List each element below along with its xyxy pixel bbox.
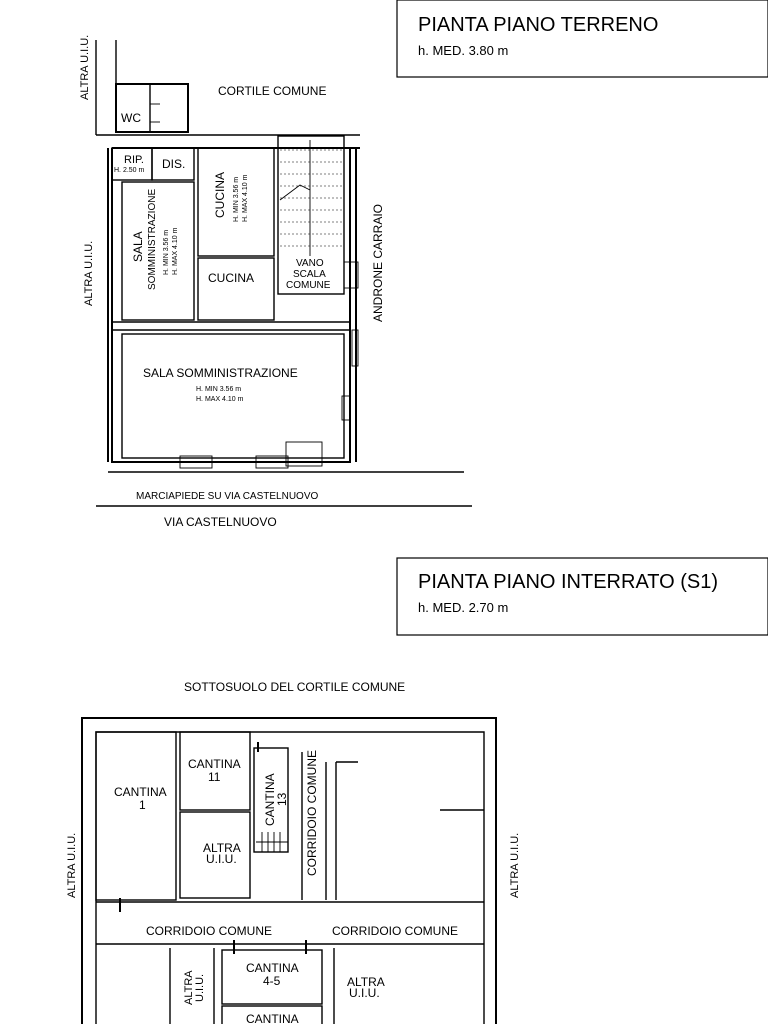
label-via-castelnuovo: VIA CASTELNUOVO	[164, 515, 277, 529]
label-altra-uiu-basement-right: ALTRA U.I.U.	[509, 833, 521, 898]
label-marciapiede: MARCIAPIEDE SU VIA CASTELNUOVO	[136, 491, 318, 502]
label-cortile-comune: CORTILE COMUNE	[218, 84, 326, 98]
label-androne-carraio: ANDRONE CARRAIO	[371, 204, 385, 322]
label-cucina-hmax: H. MAX 4.10 m	[242, 174, 249, 222]
ground-floor-height: h. MED. 3.80 m	[418, 43, 508, 58]
cantina-45-room	[221, 949, 323, 1005]
label-altra-small: ALTRA	[183, 970, 195, 1005]
label-altra-mid-uiu: U.I.U.	[206, 852, 237, 866]
cantina-1-room	[95, 731, 177, 901]
entrance-block	[255, 455, 289, 469]
label-cantina-1-num: 1	[139, 798, 146, 812]
label-cantina-13: CANTINA	[263, 773, 277, 826]
door-frame	[341, 395, 351, 421]
label-cantina-1: CANTINA	[114, 785, 167, 799]
label-cucina: CUCINA	[208, 271, 254, 285]
cantina-13-room	[253, 747, 289, 853]
cucina-vertical-room	[197, 147, 275, 257]
label-cantina-bottom: CANTINA	[246, 1012, 299, 1024]
label-corridoio-vertical: CORRIDOIO COMUNE	[305, 750, 319, 876]
basement-inner-wall	[95, 731, 485, 1024]
label-sala-vertical: SALA	[131, 231, 145, 262]
cantina-bottom-room	[221, 1005, 323, 1024]
label-altra-uiu-basement-left: ALTRA U.I.U.	[66, 833, 78, 898]
sala-vertical-room	[121, 181, 195, 321]
label-altra-right: ALTRA	[347, 975, 385, 989]
label-sottosuolo: SOTTOSUOLO DEL CORTILE COMUNE	[184, 680, 405, 694]
label-altra-small-uiu: U.I.U.	[194, 974, 206, 1002]
label-cantina-13-num: 13	[275, 792, 289, 806]
label-altra-uiu-left: ALTRA U.I.U.	[83, 241, 95, 306]
label-sala-main-hmax: H. MAX 4.10 m	[196, 396, 244, 403]
label-corridoio-right: CORRIDOIO COMUNE	[332, 924, 458, 938]
label-comune: COMUNE	[286, 280, 331, 291]
label-cantina-45-num: 4-5	[263, 974, 281, 988]
label-corridoio-left: CORRIDOIO COMUNE	[146, 924, 272, 938]
label-cucina-vertical: CUCINA	[213, 172, 227, 218]
label-rip-height: H. 2.50 m	[114, 167, 145, 174]
label-wc: WC	[121, 111, 141, 125]
label-sala-vertical-hmax: H. MAX 4.10 m	[172, 227, 179, 275]
label-dis: DIS.	[162, 157, 185, 171]
basement-plan: PIANTA PIANO INTERRATO (S1) h. MED. 2.70…	[66, 557, 768, 1024]
ground-floor-title: PIANTA PIANO TERRENO	[418, 14, 658, 36]
altra-uiu-middle-room	[179, 811, 251, 899]
label-altra-mid: ALTRA	[203, 841, 241, 855]
cantina-11-room	[179, 731, 251, 811]
label-cantina-11-num: 11	[208, 770, 221, 784]
door-frame	[343, 261, 359, 289]
cucina-room	[197, 257, 275, 321]
label-sala-vertical-2: SOMMINISTRAZIONE	[147, 189, 158, 290]
basement-title: PIANTA PIANO INTERRATO (S1)	[418, 571, 718, 593]
stair-well	[277, 135, 345, 295]
label-sala-main: SALA SOMMINISTRAZIONE	[143, 366, 298, 380]
door-frame	[351, 329, 359, 367]
ground-floor-plan: PIANTA PIANO TERRENO h. MED. 3.80 m ALTR…	[79, 0, 768, 529]
basement-height: h. MED. 2.70 m	[418, 600, 508, 615]
label-vano: VANO	[296, 258, 324, 269]
stair-steps	[279, 140, 342, 256]
label-sala-vertical-hmin: H. MIN 3.56 m	[163, 230, 170, 275]
basement-title-box	[396, 557, 768, 636]
basement-stair-steps	[256, 832, 288, 852]
label-rip: RIP.	[124, 154, 144, 166]
label-altra-uiu-top: ALTRA U.I.U.	[79, 35, 91, 100]
label-cucina-hmin: H. MIN 3.56 m	[233, 177, 240, 222]
wc-room	[115, 83, 189, 133]
label-cantina-11: CANTINA	[188, 757, 241, 771]
label-scala: SCALA	[293, 269, 326, 280]
dis-room	[151, 147, 195, 181]
label-altra-right-uiu: U.I.U.	[349, 986, 380, 1000]
ground-floor-title-box	[396, 0, 768, 78]
label-cantina-45: CANTINA	[246, 961, 299, 975]
label-sala-main-hmin: H. MIN 3.56 m	[196, 386, 241, 393]
sala-main-room	[121, 333, 345, 459]
entrance-block	[179, 455, 213, 469]
entrance-block	[285, 441, 323, 467]
basement-outer-wall	[81, 717, 497, 1024]
